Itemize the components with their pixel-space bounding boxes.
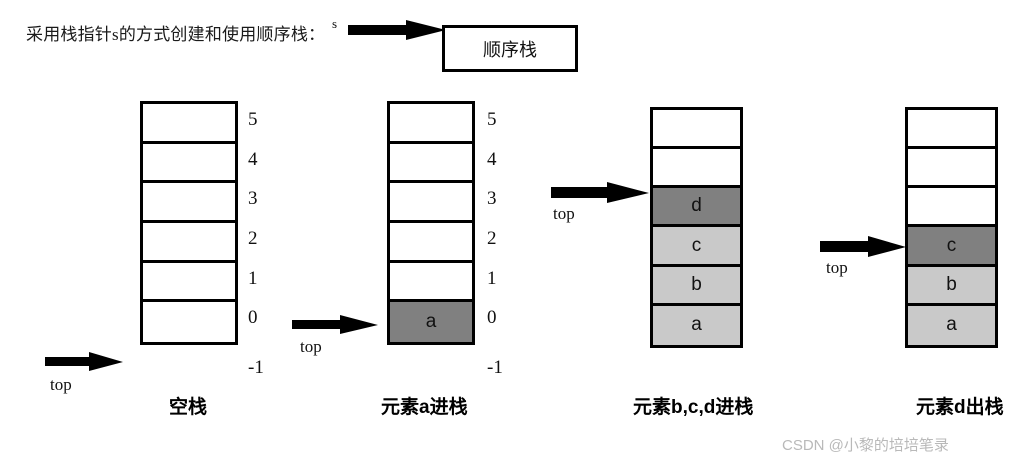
top-pointer-arrow-icon-empty-stack <box>45 352 123 372</box>
stack-cell-value: a <box>691 314 702 336</box>
stack-cell <box>390 183 472 223</box>
top-label-push-a-stack: top <box>300 337 322 356</box>
stack-index-label: 3 <box>248 188 258 210</box>
pointer-arrow-icon <box>348 20 446 42</box>
stack-push-a-stack: a <box>387 101 475 345</box>
sequential-stack-box-label: 顺序栈 <box>483 39 537 60</box>
stack-index-label: -1 <box>248 357 264 378</box>
caption-push-a-stack: 元素a进栈 <box>381 397 468 418</box>
top-pointer-arrow-icon-push-bcd-stack <box>551 182 649 204</box>
stack-index-label: 5 <box>487 108 497 130</box>
caption-empty-stack: 空栈 <box>169 397 208 418</box>
stack-cell-value: d <box>691 195 702 217</box>
stack-cell <box>390 222 472 263</box>
stack-cell <box>143 143 235 184</box>
stack-cell: a <box>908 305 995 345</box>
stack-cell-value: a <box>946 314 957 336</box>
top-pointer-arrow-icon-push-a-stack <box>292 315 378 335</box>
stack-cell: c <box>908 227 995 267</box>
stack-cell <box>653 149 740 189</box>
stack-cell: a <box>390 302 472 342</box>
stack-cell <box>390 143 472 184</box>
stack-index-label: 0 <box>248 307 258 329</box>
top-pointer-arrow-icon-pop-d-stack <box>820 236 906 258</box>
stack-index-label: 2 <box>487 227 497 249</box>
index-column-push-a-stack: 5 4 3 2 1 0 -1 <box>487 101 527 391</box>
stack-index-label: 1 <box>248 267 258 289</box>
stack-cell <box>143 104 235 144</box>
stack-cell <box>143 183 235 223</box>
stack-index-label: 4 <box>248 148 258 170</box>
stack-index-label: 0 <box>487 307 497 329</box>
stack-index-label: 4 <box>487 148 497 170</box>
top-label-empty-stack: top <box>50 375 72 394</box>
stack-cell <box>143 302 235 342</box>
stack-index-label: 3 <box>487 188 497 210</box>
stack-cell: b <box>908 266 995 306</box>
stack-index-label: 1 <box>487 267 497 289</box>
stack-cell-value: b <box>691 273 702 295</box>
index-column-empty-stack: 5 4 3 2 1 0 -1 <box>248 101 288 391</box>
stack-empty-stack <box>140 101 238 345</box>
page-title: 采用栈指针s的方式创建和使用顺序栈： <box>26 25 326 44</box>
stack-cell-value: c <box>946 234 957 256</box>
stack-index-label: -1 <box>487 357 503 378</box>
stack-cell <box>390 262 472 303</box>
stack-cell <box>908 149 995 189</box>
stack-index-label: 5 <box>248 108 258 130</box>
caption-push-bcd-stack: 元素b,c,d进栈 <box>633 397 754 418</box>
stack-cell: b <box>653 266 740 306</box>
stack-pointer-label: s <box>332 16 338 31</box>
stack-cell <box>143 262 235 303</box>
stack-cell: d <box>653 188 740 228</box>
sequential-stack-box: 顺序栈 <box>442 25 578 72</box>
stack-cell-value: a <box>425 311 437 333</box>
stack-cell <box>653 110 740 150</box>
stack-cell-value: c <box>691 234 702 256</box>
stack-index-label: 2 <box>248 227 258 249</box>
stack-cell: a <box>653 305 740 345</box>
top-label-pop-d-stack: top <box>826 258 848 277</box>
top-label-push-bcd-stack: top <box>553 204 575 223</box>
stack-cell <box>908 110 995 150</box>
stack-cell <box>908 188 995 228</box>
stack-cell: c <box>653 227 740 267</box>
caption-pop-d-stack: 元素d出栈 <box>916 397 1004 418</box>
watermark: CSDN @小黎的培培笔录 <box>782 437 949 454</box>
stack-cell <box>390 104 472 144</box>
stack-cell <box>143 222 235 263</box>
stack-cell-value: b <box>946 273 957 295</box>
